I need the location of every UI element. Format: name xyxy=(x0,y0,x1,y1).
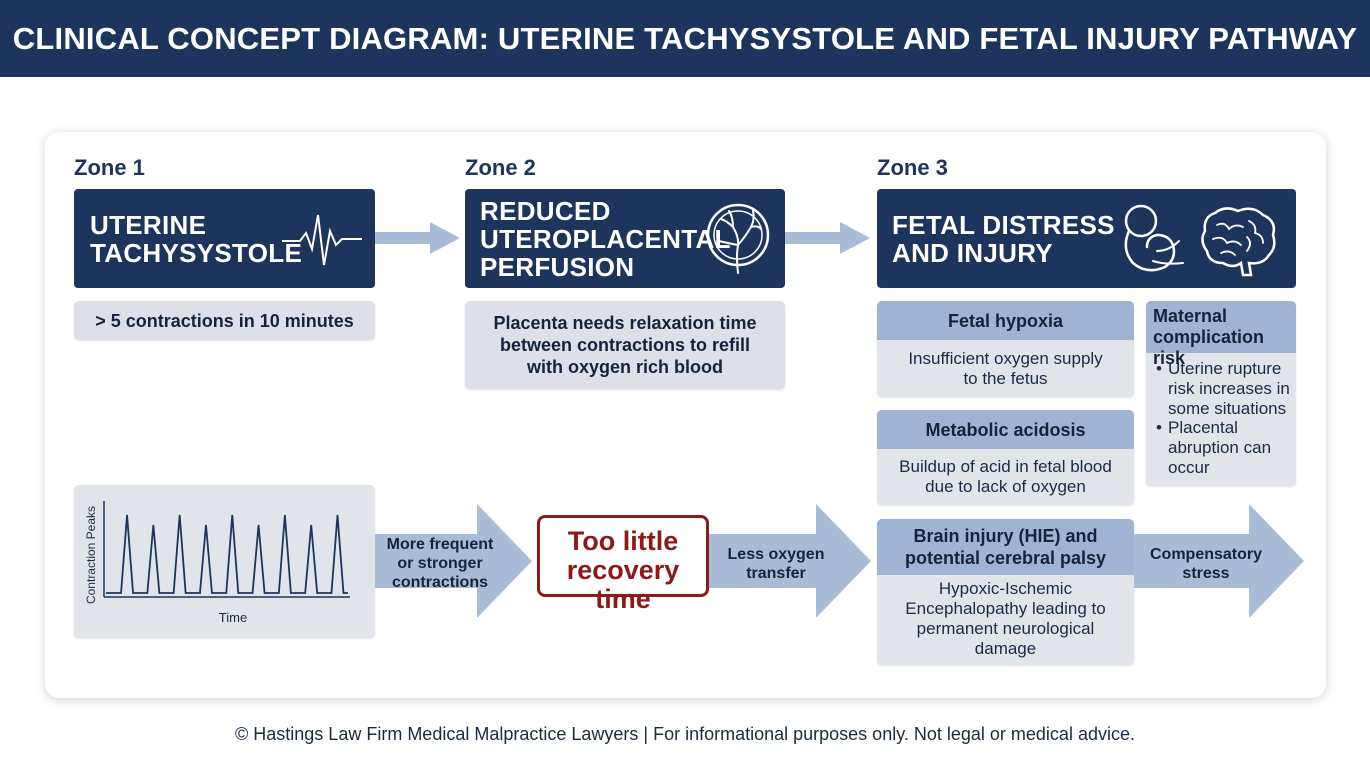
brain-injury-body-line-1: Hypoxic-Ischemic xyxy=(938,579,1073,598)
zone-2-title-line-3: PERFUSION xyxy=(480,252,635,282)
fetal-hypoxia-header: Fetal hypoxia xyxy=(877,301,1134,340)
metabolic-acidosis-header: Metabolic acidosis xyxy=(877,410,1134,449)
maternal-bullet-1-line-3: some situations xyxy=(1168,399,1287,418)
flow-arrow-3 xyxy=(1134,504,1304,618)
flow-arrow-1-label: More frequent or stronger contractions xyxy=(380,535,500,592)
maternal-complication-card: Maternal complication risk • Uterine rup… xyxy=(1146,301,1296,486)
zone-1-title-box: UTERINE TACHYSYSTOLE xyxy=(74,189,375,288)
metabolic-acidosis-title: Metabolic acidosis xyxy=(925,420,1086,440)
zone-2-to-3-arrow xyxy=(785,222,870,254)
zone-2-title-line-2: UTEROPLACENTAL xyxy=(480,224,731,254)
recovery-line-2: recovery time xyxy=(566,555,680,614)
bullet-dot-icon: • xyxy=(1156,418,1162,437)
contraction-series-line xyxy=(106,514,348,594)
maternal-bullet-2-line-3: occur xyxy=(1168,458,1210,477)
zone-3-title-line-2: AND INJURY xyxy=(892,238,1053,268)
fetal-hypoxia-body-line-2: to the fetus xyxy=(963,369,1048,388)
zone-2-note-line-3: with oxygen rich blood xyxy=(526,357,723,377)
flow-arrow-3-line-2: stress xyxy=(1182,565,1230,582)
zone-2-title-line-1: REDUCED xyxy=(480,196,611,226)
brain-injury-card: Brain injury (HIE) and potential cerebra… xyxy=(877,519,1134,665)
chart-y-axis-label: Contraction Peaks xyxy=(84,506,98,604)
metabolic-acidosis-body-line-1: Buildup of acid in fetal blood xyxy=(899,457,1112,476)
metabolic-acidosis-card: Metabolic acidosis Buildup of acid in fe… xyxy=(877,410,1134,505)
brain-injury-body-line-3: permanent neurological xyxy=(916,619,1095,638)
recovery-time-box: Too little recovery time xyxy=(537,515,709,614)
bullet-dot-icon: • xyxy=(1156,359,1162,378)
header-bar: CLINICAL CONCEPT DIAGRAM: UTERINE TACHYS… xyxy=(0,0,1370,77)
brain-injury-body-line-2: Encephalopathy leading to xyxy=(905,599,1106,618)
chart-x-axis-label: Time xyxy=(219,610,247,625)
maternal-complication-header: Maternal complication risk xyxy=(1146,301,1296,368)
maternal-title-line-2: complication risk xyxy=(1153,327,1265,368)
zone-2-note: Placenta needs relaxation time between c… xyxy=(465,301,785,389)
brain-injury-title-line-2: potential cerebral palsy xyxy=(904,548,1107,568)
flow-arrow-1-line-1: More frequent xyxy=(386,536,494,553)
flow-arrow-3-label: Compensatory stress xyxy=(1140,545,1272,583)
flow-arrow-1 xyxy=(375,504,532,618)
flow-arrow-2 xyxy=(709,504,871,618)
heartbeat-icon xyxy=(282,214,362,266)
fetal-hypoxia-card: Fetal hypoxia Insufficient oxygen supply… xyxy=(877,301,1134,397)
flow-arrow-3-line-1: Compensatory xyxy=(1149,546,1263,563)
zone-3-label: Zone 3 xyxy=(877,155,948,180)
zone-2-note-line-1: Placenta needs relaxation time xyxy=(493,313,757,333)
maternal-bullet-1-line-1: Uterine rupture xyxy=(1168,359,1282,378)
zone-1-label: Zone 1 xyxy=(74,155,145,180)
brain-icon xyxy=(1201,207,1276,277)
flow-arrow-1-line-3: contractions xyxy=(391,574,488,591)
fetus-icon xyxy=(1124,204,1184,272)
flow-arrow-2-line-1: Less oxygen xyxy=(727,546,825,563)
recovery-line-1: Too little xyxy=(567,526,679,556)
flow-arrow-1-line-2: or stronger xyxy=(397,555,483,572)
maternal-bullet-1-line-2: risk increases in xyxy=(1168,379,1290,398)
placenta-icon xyxy=(706,203,770,274)
zone-1-to-2-arrow xyxy=(375,222,460,254)
footer-disclaimer: © Hastings Law Firm Medical Malpractice … xyxy=(235,724,1135,744)
page-title: CLINICAL CONCEPT DIAGRAM: UTERINE TACHYS… xyxy=(12,21,1358,56)
zone-1-note: > 5 contractions in 10 minutes xyxy=(74,301,375,340)
contraction-chart-panel: Contraction Peaks Time xyxy=(74,485,375,638)
fetal-hypoxia-body-line-1: Insufficient oxygen supply xyxy=(908,349,1103,368)
metabolic-acidosis-body-line-2: due to lack of oxygen xyxy=(925,477,1086,496)
brain-injury-body-line-4: damage xyxy=(974,639,1037,658)
zone-1-note-text: > 5 contractions in 10 minutes xyxy=(95,311,354,331)
flow-arrow-2-label: Less oxygen transfer xyxy=(714,545,838,583)
brain-injury-title-line-1: Brain injury (HIE) and xyxy=(913,526,1098,546)
zone-3-title-line-1: FETAL DISTRESS xyxy=(892,210,1115,240)
fetal-hypoxia-title: Fetal hypoxia xyxy=(947,311,1064,331)
maternal-title-line-1: Maternal xyxy=(1153,306,1228,326)
zone-2-note-line-2: between contractions to refill xyxy=(499,335,751,355)
contraction-peaks-chart: Contraction Peaks Time xyxy=(84,501,350,625)
zone-2-label: Zone 2 xyxy=(465,155,536,180)
maternal-bullet-2-line-1: Placental xyxy=(1168,418,1238,437)
zone-1-title-line-1: UTERINE xyxy=(90,210,207,240)
maternal-bullet-2-line-2: abruption can xyxy=(1168,438,1272,457)
brain-injury-header: Brain injury (HIE) and potential cerebra… xyxy=(877,519,1134,575)
zone-2-title-box: REDUCED UTEROPLACENTAL PERFUSION xyxy=(465,189,785,288)
flow-arrow-2-line-2: transfer xyxy=(746,565,806,582)
zone-1-title-line-2: TACHYSYSTOLE xyxy=(90,238,303,268)
zone-3-title-box: FETAL DISTRESS AND INJURY xyxy=(877,189,1296,288)
